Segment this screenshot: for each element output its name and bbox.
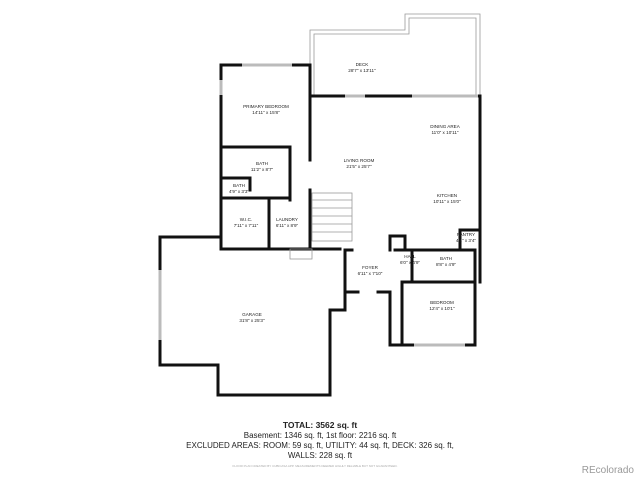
- windows: [158, 63, 478, 347]
- room-name: BATH: [256, 161, 268, 166]
- room-name: BATH: [233, 183, 245, 188]
- room-labels: DECK 28'7" x 13'11" PRIMARY BEDROOM 14'1…: [229, 62, 476, 323]
- room-dims: 4'4" x 3'4": [456, 238, 476, 243]
- room-name: KITCHEN: [437, 193, 457, 198]
- disclaimer: FLOOR PLAN CREATED BY CUBICASA APP. MEAS…: [232, 464, 398, 468]
- room-dims: 28'7" x 13'11": [348, 68, 376, 73]
- brand-watermark: REcolorado: [581, 465, 634, 476]
- room-name: DINING AREA: [430, 124, 461, 129]
- room-dims: 7'11" x 7'11": [234, 223, 259, 228]
- room-dims: 6'11" x 8'9": [276, 223, 299, 228]
- room-name: PANTRY: [457, 232, 475, 237]
- total-area: TOTAL: 3562 sq. ft: [282, 420, 358, 430]
- room-dims: 11'0" x 10'11": [431, 130, 458, 135]
- room-dims: 12'4" x 10'1": [429, 306, 455, 311]
- room-name: DECK: [356, 62, 370, 67]
- room-name: HALL: [404, 254, 416, 259]
- room-dims: 31'8" x 25'3": [239, 318, 265, 323]
- room-dims: 6'0" x 4'9": [400, 260, 420, 265]
- room-dims: 10'11" x 15'0": [433, 199, 461, 204]
- room-dims: 21'5" x 25'7": [346, 164, 372, 169]
- room-name: PRIMARY BEDROOM: [243, 104, 289, 109]
- room-name: GARAGE: [242, 312, 262, 317]
- room-name: BEDROOM: [430, 300, 454, 305]
- room-name: FOYER: [362, 265, 379, 270]
- room-name: W.I.C.: [240, 217, 253, 222]
- stairs: [289, 192, 353, 260]
- wall-area: WALLS: 228 sq. ft: [287, 451, 353, 460]
- room-dims: 4'9" x 3'3": [229, 189, 249, 194]
- floor-areas: Basement: 1346 sq. ft, 1st floor: 2216 s…: [243, 431, 397, 440]
- room-dims: 6'11" x 7'10": [358, 271, 383, 276]
- room-dims: 14'11" x 15'8": [252, 110, 280, 115]
- room-name: LAUNDRY: [276, 217, 298, 222]
- excluded-areas: EXCLUDED AREAS: ROOM: 59 sq. ft, UTILITY…: [186, 441, 454, 450]
- room-dims: 8'8" x 4'9": [436, 262, 456, 267]
- room-name: BATH: [440, 256, 452, 261]
- room-dims: 11'2" x 8'7": [251, 167, 274, 172]
- deck-outline: [309, 13, 481, 96]
- room-name: LIVING ROOM: [344, 158, 375, 163]
